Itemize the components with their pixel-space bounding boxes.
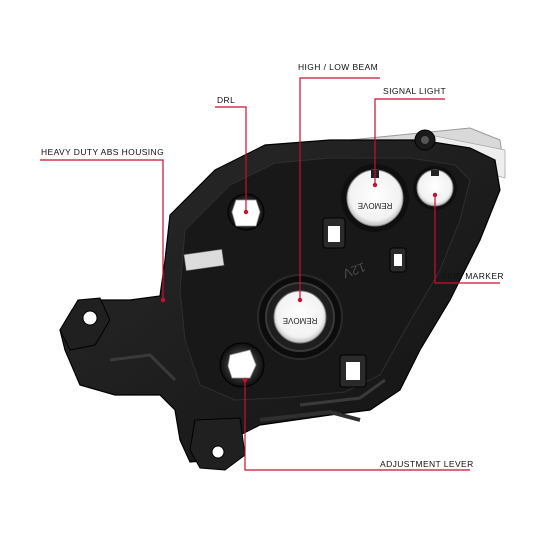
side-marker-label: SIDE MARKER xyxy=(441,271,504,281)
adjustment-lever-line xyxy=(244,380,470,471)
side-marker-line xyxy=(434,195,500,284)
housing-line xyxy=(40,159,164,300)
signal-cap-text: REMOVE xyxy=(358,201,393,210)
heavy-duty-housing-label: HEAVY DUTY ABS HOUSING xyxy=(41,147,165,157)
drl-label: DRL xyxy=(217,95,236,105)
high-low-beam-label: HIGH / LOW BEAM xyxy=(298,62,379,72)
signal-light-line xyxy=(374,98,445,185)
signal-light-cap: REMOVE xyxy=(341,164,409,232)
callout-lines xyxy=(40,77,500,471)
callout-dots xyxy=(160,182,438,383)
center-cap-text: REMOVE xyxy=(283,316,318,325)
signal-light-label: SIGNAL LIGHT xyxy=(383,86,447,96)
high-low-beam-line xyxy=(299,77,380,300)
adjustment-lever-label: ADJUSTMENT LEVER xyxy=(380,459,474,469)
high-low-beam-socket: REMOVE xyxy=(257,274,343,360)
side-marker-cap xyxy=(413,166,457,210)
housing-clips xyxy=(322,217,407,388)
drl-line xyxy=(215,106,247,212)
adjustment-socket xyxy=(219,342,265,388)
